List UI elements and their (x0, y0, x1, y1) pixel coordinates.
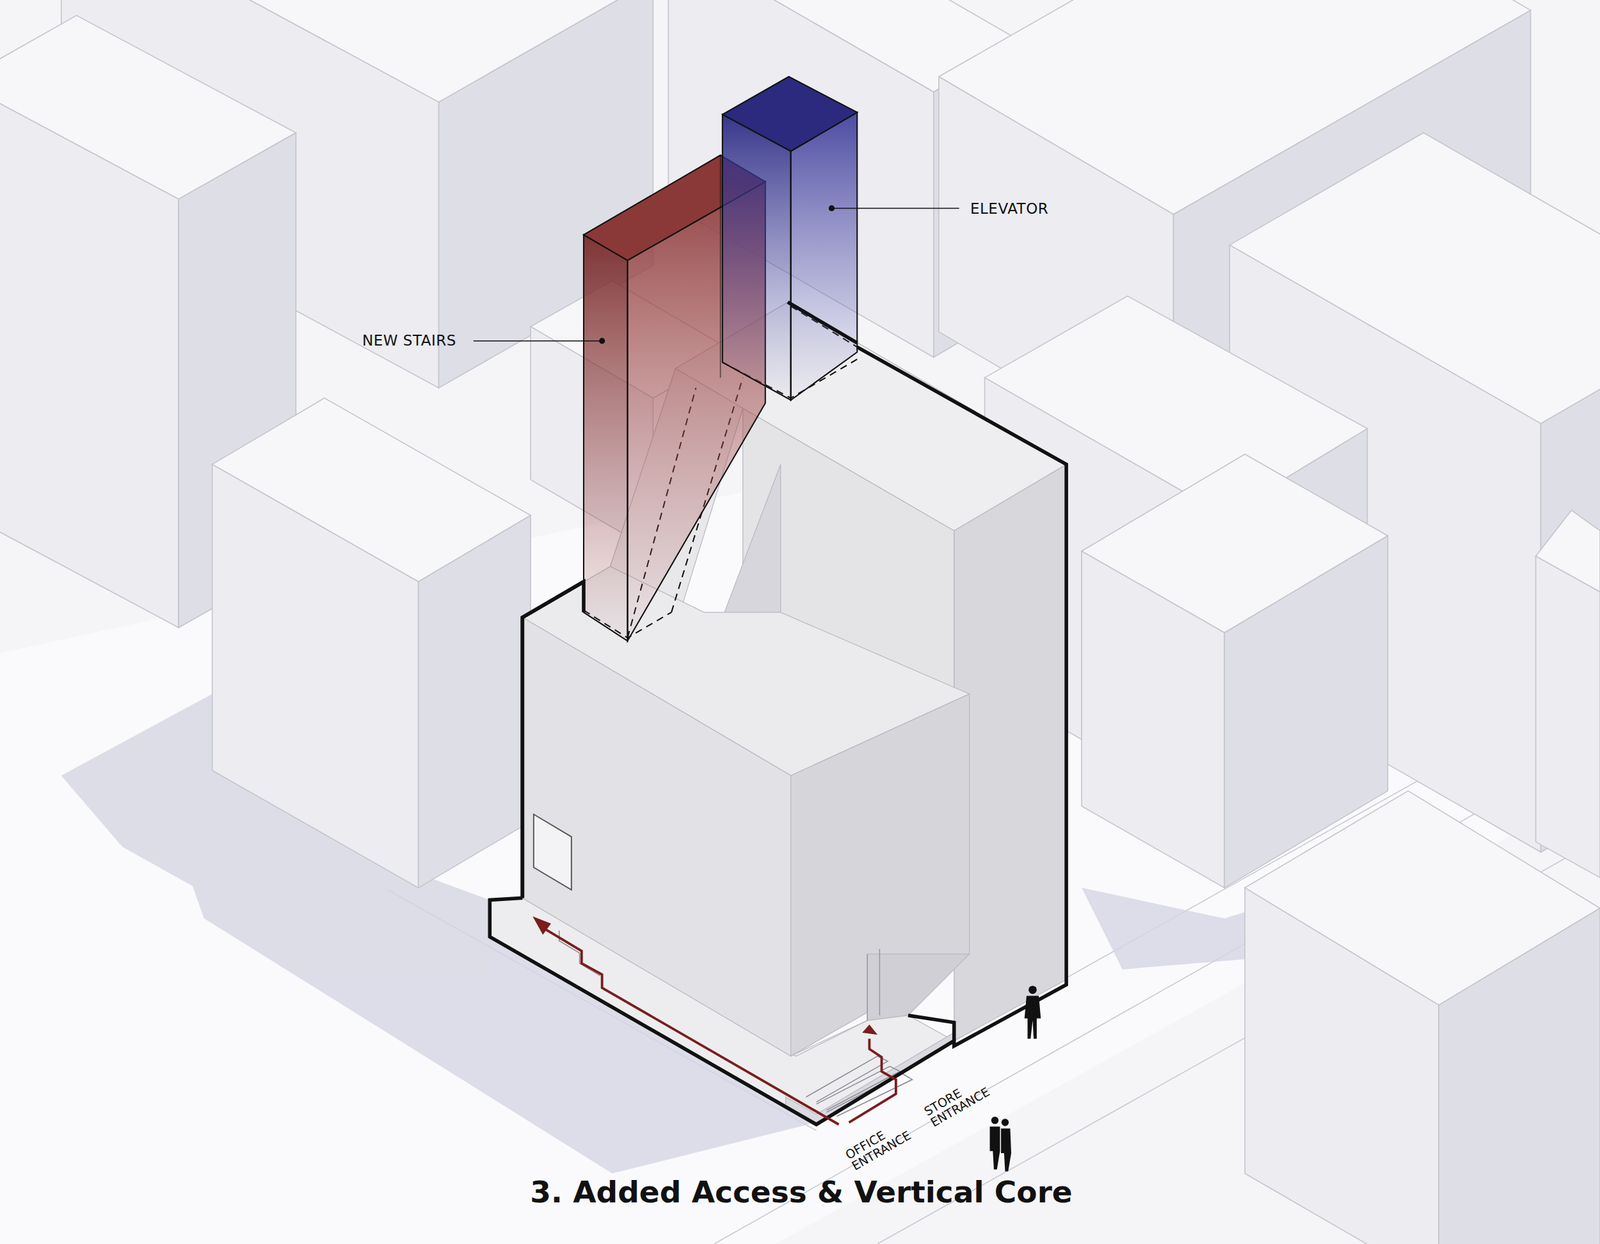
site-outline (522, 581, 584, 898)
circulation-arrows (532, 916, 896, 1125)
people-figures (990, 985, 1042, 1172)
callout-label: ELEVATOR (970, 200, 1049, 217)
leader-lines (473, 206, 960, 344)
main-building (489, 302, 1067, 1123)
vertical-core (583, 76, 857, 642)
callout-label: NEW STAIRS (362, 332, 457, 349)
site-outline (489, 302, 1067, 1125)
diagram-title: 3. Added Access & Vertical Core (529, 1174, 1072, 1210)
